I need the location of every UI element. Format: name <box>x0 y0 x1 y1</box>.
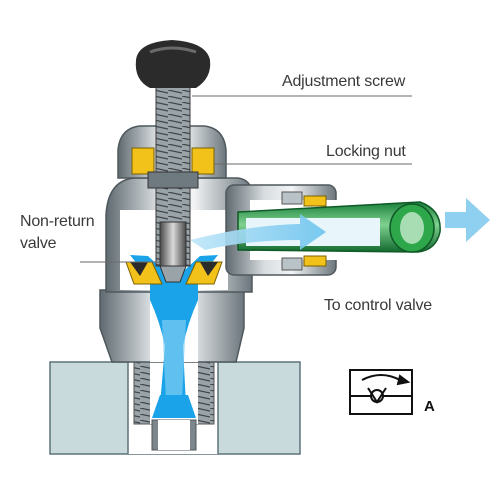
leader-lines <box>80 95 412 263</box>
adjustment-screw-label: Adjustment screw <box>282 73 406 90</box>
non-return-valve-label-line1: Non-return <box>20 213 95 230</box>
non-return-valve-seat <box>125 261 223 285</box>
non-return-valve-label-line2: valve <box>20 235 57 252</box>
locking-nut-label: Locking nut <box>326 143 406 160</box>
flow-arrow-icon <box>190 198 490 250</box>
port-a-label: A <box>424 398 435 415</box>
blue-flow <box>130 255 218 418</box>
to-control-valve-label: To control valve <box>324 297 432 314</box>
knob-icon <box>135 40 211 88</box>
control-valve-symbol-icon <box>349 369 413 415</box>
locking-nut <box>131 147 215 189</box>
